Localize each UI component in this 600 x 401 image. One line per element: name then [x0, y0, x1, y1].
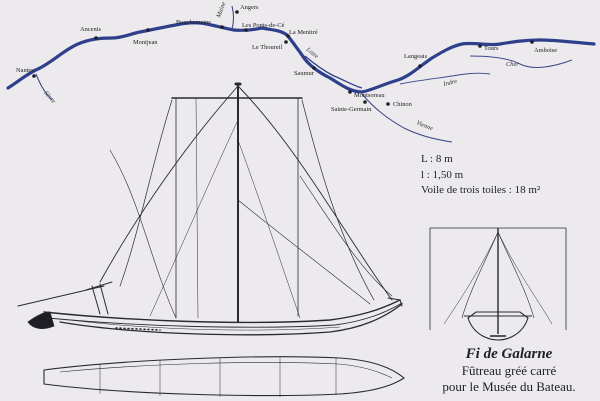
town-dot-saint-germain — [363, 100, 367, 104]
indre-river-line — [399, 72, 491, 85]
caption-line-2: pour le Musée du Bateau. — [442, 379, 576, 394]
stern-rudder — [27, 311, 55, 330]
front-shroud-r1 — [497, 231, 535, 319]
spec-sail-area: Voile de trois toiles : 18 m² — [421, 184, 541, 196]
place-label-saint-germain: Sainte-Germain — [331, 106, 372, 113]
loire-valley-map: Nantes Ancenis Montjean Bouchemaine Ange… — [6, 1, 596, 143]
sheet-right — [299, 175, 393, 297]
town-dot-tours — [478, 44, 482, 48]
oar-support-2 — [99, 283, 109, 315]
town-dot-saumur — [312, 66, 316, 70]
place-label-ancenis: Ancenis — [80, 26, 101, 33]
hull-sheer — [43, 299, 401, 324]
place-label-ponts-de-ce: Les Ponts-de-Cé — [242, 22, 285, 29]
town-dot-angers — [235, 10, 239, 14]
steering-oar — [17, 285, 105, 307]
plan-inner-line — [59, 362, 393, 379]
sheet-left — [109, 149, 177, 319]
front-hull — [467, 311, 529, 341]
plan-hull-outline — [43, 356, 405, 397]
oar-support-1 — [91, 285, 101, 315]
town-dot-nantes — [32, 74, 36, 78]
boat-plan-view — [43, 356, 405, 397]
place-label-angers: Angers — [240, 4, 259, 11]
river-label-loire: Loire — [304, 46, 320, 61]
spec-width: l : 1,50 m — [421, 168, 464, 181]
shroud-1 — [149, 119, 239, 317]
spec-length: L : 8 m — [421, 153, 453, 165]
front-shroud-l1 — [461, 231, 499, 319]
oar-crossbar — [85, 281, 113, 291]
downhaul — [237, 199, 371, 305]
town-dot-montsoreau — [348, 90, 352, 94]
place-label-le-thoureil: Le Thoureil — [252, 44, 282, 51]
boat-front-view — [429, 227, 567, 341]
boat-specifications: L : 8 m l : 1,50 m Voile de trois toiles… — [421, 152, 540, 199]
vienne-river-line — [361, 93, 453, 143]
town-dot-chinon — [386, 102, 390, 106]
place-label-montjean: Montjean — [133, 39, 158, 46]
shroud-2 — [237, 139, 301, 319]
front-shroud-l2 — [443, 231, 499, 325]
hull-strake — [69, 319, 341, 331]
river-label-cher: Cher — [506, 61, 519, 68]
town-dot-la-menitre — [286, 34, 290, 38]
brace-1 — [119, 99, 173, 287]
caption-line-1: Fûtreau gréé carré — [461, 363, 557, 378]
boat-side-elevation — [17, 82, 403, 336]
town-dot-montjean — [146, 28, 150, 32]
town-dot-langeais — [418, 64, 422, 68]
front-shroud-r2 — [497, 231, 553, 325]
hull-rail — [47, 302, 403, 328]
place-label-chinon: Chinon — [393, 101, 413, 108]
place-label-tours: Tours — [484, 45, 499, 52]
place-label-amboise: Amboise — [534, 47, 557, 54]
town-dot-bouchemaine — [220, 25, 224, 29]
forestay — [237, 85, 393, 301]
caption-title: Fi de Galarne — [465, 346, 553, 362]
figure-caption: Fi de Galarne Fûtreau gréé carré pour le… — [418, 346, 600, 395]
place-label-bouchemaine: Bouchemaine — [176, 19, 211, 26]
bow-post — [387, 297, 403, 307]
town-dot-amboise — [530, 40, 534, 44]
town-dot-ponts-de-ce — [244, 28, 248, 32]
place-label-saumur: Saumur — [294, 70, 315, 77]
loire-river-arm — [304, 55, 363, 89]
sail-mid-leech — [195, 97, 199, 319]
town-dot-le-thoureil — [284, 40, 288, 44]
place-label-montsoreau: Montsoreau — [354, 92, 385, 99]
river-label-maine: Maine — [215, 1, 228, 20]
hull-nail-dots — [115, 327, 161, 331]
river-label-vienne: Vienne — [415, 119, 434, 132]
hull-bottom — [59, 303, 403, 336]
place-label-nantes: Nantes — [16, 67, 34, 74]
place-label-la-menitre: La Menitré — [289, 29, 318, 36]
sevre-river-line — [35, 73, 53, 101]
town-dot-ancenis — [94, 36, 98, 40]
river-label-indre: Indre — [442, 78, 458, 88]
backstay — [99, 85, 239, 283]
river-label-sevre: Sèvre — [42, 90, 56, 105]
brace-2 — [301, 99, 375, 301]
place-label-langeais: Langeais — [404, 53, 428, 60]
maine-river-line — [231, 5, 235, 30]
cher-river-line — [469, 55, 573, 68]
